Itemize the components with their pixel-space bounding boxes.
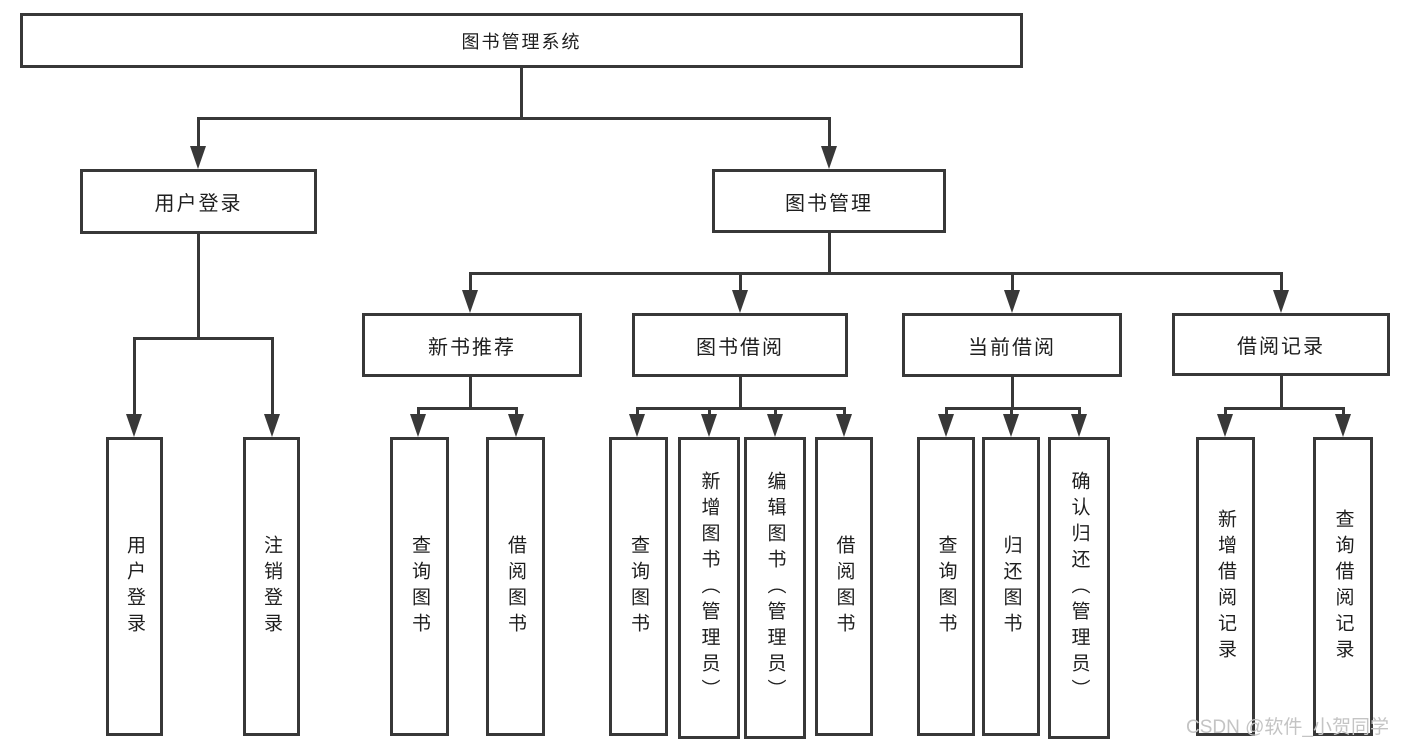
leaf-edit-book-admin: 编辑图书（管理员）	[744, 437, 806, 739]
leaf-logout: 注销登录	[243, 437, 300, 736]
connector-line	[1280, 272, 1283, 295]
leaf-query-books-borrowing: 查询图书	[609, 437, 668, 736]
connector-line	[636, 407, 845, 410]
connector-line	[1280, 376, 1283, 410]
arrow-down-icon	[126, 414, 142, 437]
connector-line	[636, 407, 639, 419]
leaf-add-borrow-record: 新增借阅记录	[1196, 437, 1255, 736]
connector-line	[1224, 407, 1344, 410]
connector-line	[417, 407, 420, 419]
arrow-down-icon	[1071, 414, 1087, 437]
connector-line	[515, 407, 518, 419]
connector-line	[133, 337, 136, 419]
arrow-down-icon	[190, 146, 206, 169]
connector-line	[828, 117, 831, 151]
arrow-down-icon	[508, 414, 524, 437]
node-borrow-records: 借阅记录	[1172, 313, 1390, 376]
watermark-text: CSDN @软件_小贺同学	[1186, 717, 1389, 738]
arrow-down-icon	[264, 414, 280, 437]
arrow-down-icon	[836, 414, 852, 437]
arrow-down-icon	[1273, 290, 1289, 313]
leaf-borrow-books-recommend: 借阅图书	[486, 437, 545, 736]
arrow-down-icon	[629, 414, 645, 437]
connector-line	[469, 272, 472, 295]
connector-line	[1078, 407, 1081, 419]
arrow-down-icon	[821, 146, 837, 169]
connector-line	[843, 407, 846, 419]
leaf-add-book-admin: 新增图书（管理员）	[678, 437, 740, 739]
connector-line	[271, 337, 274, 419]
connector-line	[1010, 407, 1013, 419]
leaf-confirm-return-admin: 确认归还（管理员）	[1048, 437, 1110, 739]
arrow-down-icon	[410, 414, 426, 437]
connector-line	[133, 337, 273, 340]
arrow-down-icon	[732, 290, 748, 313]
node-library-management-system: 图书管理系统	[20, 13, 1023, 68]
connector-line	[197, 117, 200, 151]
connector-line	[774, 407, 777, 419]
connector-line	[520, 68, 523, 118]
arrow-down-icon	[1217, 414, 1233, 437]
connector-line	[1224, 407, 1227, 419]
arrow-down-icon	[938, 414, 954, 437]
leaf-user-login: 用户登录	[106, 437, 163, 736]
arrow-down-icon	[462, 290, 478, 313]
leaf-query-books-recommend: 查询图书	[390, 437, 449, 736]
node-new-book-recommendation: 新书推荐	[362, 313, 582, 377]
connector-line	[739, 272, 742, 295]
connector-line	[417, 407, 517, 410]
arrow-down-icon	[701, 414, 717, 437]
connector-line	[1011, 377, 1014, 410]
connector-line	[828, 233, 831, 275]
connector-line	[469, 272, 1282, 275]
node-user-login: 用户登录	[80, 169, 317, 234]
connector-line	[708, 407, 711, 419]
node-book-management: 图书管理	[712, 169, 946, 233]
arrow-down-icon	[767, 414, 783, 437]
connector-line	[1342, 407, 1345, 419]
leaf-query-books-current: 查询图书	[917, 437, 975, 736]
leaf-return-book: 归还图书	[982, 437, 1040, 736]
connector-line	[1011, 272, 1014, 295]
node-current-borrowing: 当前借阅	[902, 313, 1122, 377]
connector-line	[469, 377, 472, 410]
arrow-down-icon	[1004, 290, 1020, 313]
leaf-query-borrow-record: 查询借阅记录	[1313, 437, 1373, 736]
connector-line	[945, 407, 948, 419]
node-book-borrowing: 图书借阅	[632, 313, 848, 377]
leaf-borrow-books-borrowing: 借阅图书	[815, 437, 873, 736]
connector-line	[197, 117, 830, 120]
arrow-down-icon	[1003, 414, 1019, 437]
arrow-down-icon	[1335, 414, 1351, 437]
connector-line	[197, 234, 200, 340]
connector-line	[739, 377, 742, 410]
